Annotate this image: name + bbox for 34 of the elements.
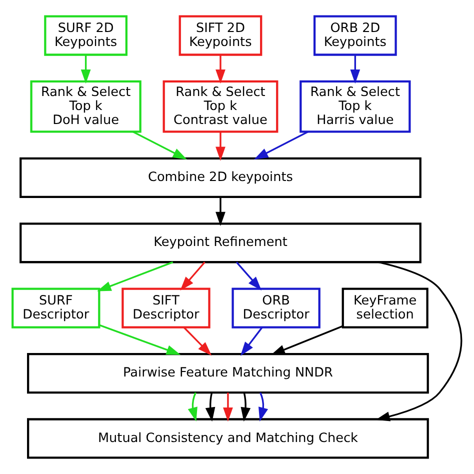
arrow [132, 131, 187, 160]
arrow [216, 132, 226, 161]
node-box: ORB Descriptor [232, 288, 320, 328]
arrow [188, 392, 198, 422]
arrow [97, 261, 174, 292]
arrow [205, 392, 216, 422]
node-box: Keypoint Refinement [20, 222, 422, 264]
node-box: KeyFrame selection [342, 288, 428, 328]
arrow [270, 325, 343, 355]
arrow [376, 261, 462, 422]
arrow [223, 392, 233, 422]
node-box: Combine 2D keypoints [20, 157, 422, 198]
node-box: Rank & Select Top k Harris value [300, 80, 411, 133]
arrow [240, 326, 263, 356]
node-box: SURF Descriptor [12, 288, 100, 328]
node-box: ORB 2D Keypoints [313, 15, 397, 56]
arrow [236, 262, 262, 291]
node-box: Pairwise Feature Matching NNDR [27, 352, 429, 394]
arrow [240, 392, 251, 422]
arrow [216, 197, 226, 226]
node-box: SURF 2D Keypoints [44, 15, 128, 56]
arrow [183, 326, 212, 356]
node-box: SIFT 2D Keypoints [178, 15, 262, 56]
arrow [350, 55, 360, 84]
arrow [99, 324, 181, 355]
arrow [180, 262, 206, 291]
arrow [254, 131, 308, 160]
node-box: SIFT Descriptor [122, 288, 210, 328]
node-box: Rank & Select Top k DoH value [30, 80, 142, 133]
node-box: Rank & Select Top k Contrast value [162, 80, 278, 133]
arrow [258, 392, 268, 422]
arrow [80, 55, 91, 84]
node-box: Mutual Consistency and Matching Check [27, 418, 429, 459]
arrow [216, 55, 226, 84]
